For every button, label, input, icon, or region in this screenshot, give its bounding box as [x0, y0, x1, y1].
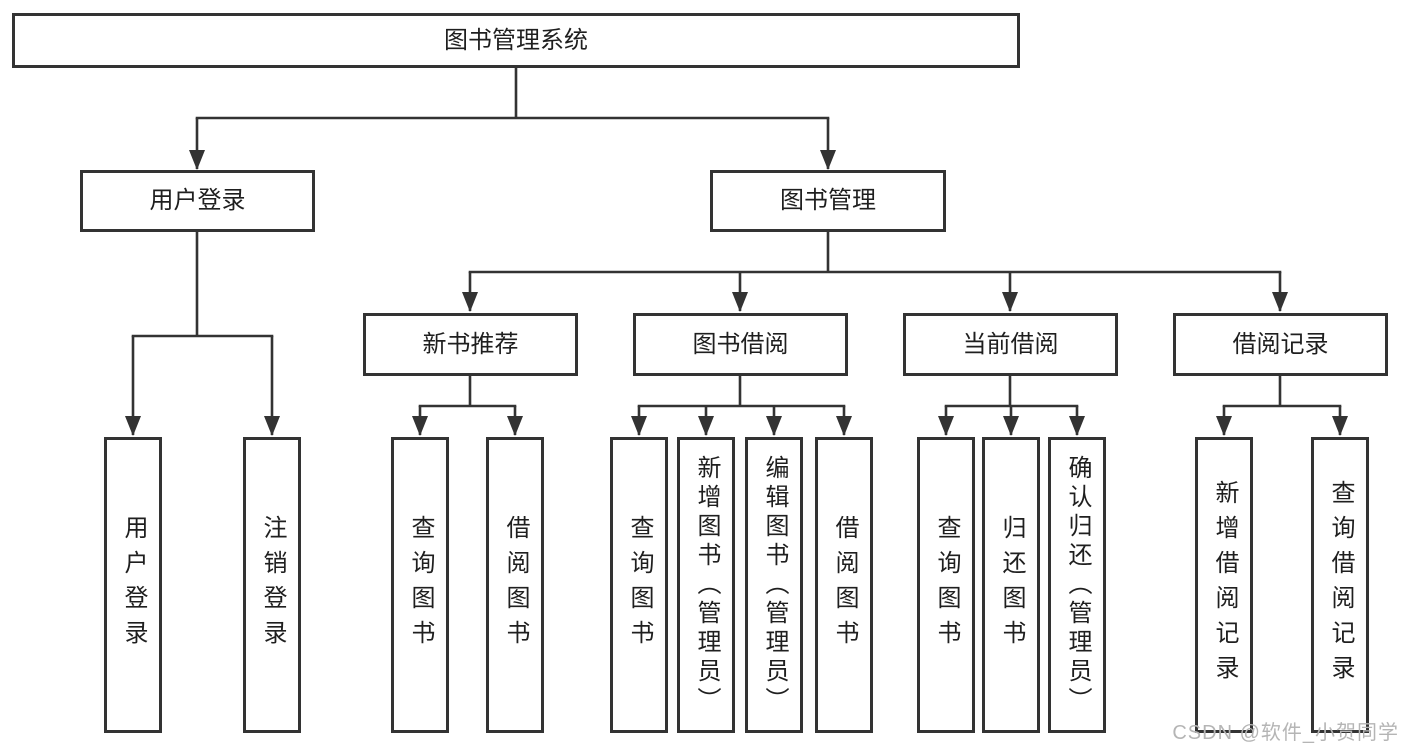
node-book-mgmt-system: 图书管理系统	[12, 13, 1020, 68]
node-borrow-books-borrowing: 借阅图书	[815, 437, 873, 733]
node-user-login: 用户登录	[80, 170, 315, 232]
node-current-borrowing: 当前借阅	[903, 313, 1118, 376]
node-login: 用户登录	[104, 437, 162, 733]
node-book-borrowing: 图书借阅	[633, 313, 848, 376]
node-book-management: 图书管理	[710, 170, 946, 232]
node-query-borrow-record: 查询借阅记录	[1311, 437, 1369, 733]
node-borrow-books-recommend: 借阅图书	[486, 437, 544, 733]
node-new-book-recommend: 新书推荐	[363, 313, 578, 376]
branch-lines	[131, 66, 1342, 408]
node-borrow-records: 借阅记录	[1173, 313, 1388, 376]
node-query-books-current: 查询图书	[917, 437, 975, 733]
node-confirm-return-admin: 确认归还（管理员）	[1048, 437, 1106, 733]
arrow-lines	[125, 118, 1348, 436]
node-query-books-borrowing: 查询图书	[610, 437, 668, 733]
node-edit-books-admin: 编辑图书（管理员）	[745, 437, 803, 733]
node-query-books-recommend: 查询图书	[391, 437, 449, 733]
node-logout: 注销登录	[243, 437, 301, 733]
node-add-borrow-record: 新增借阅记录	[1195, 437, 1253, 733]
node-add-books-admin: 新增图书（管理员）	[677, 437, 735, 733]
node-return-books: 归还图书	[982, 437, 1040, 733]
watermark-text: CSDN @软件_小贺同学	[1172, 722, 1399, 744]
